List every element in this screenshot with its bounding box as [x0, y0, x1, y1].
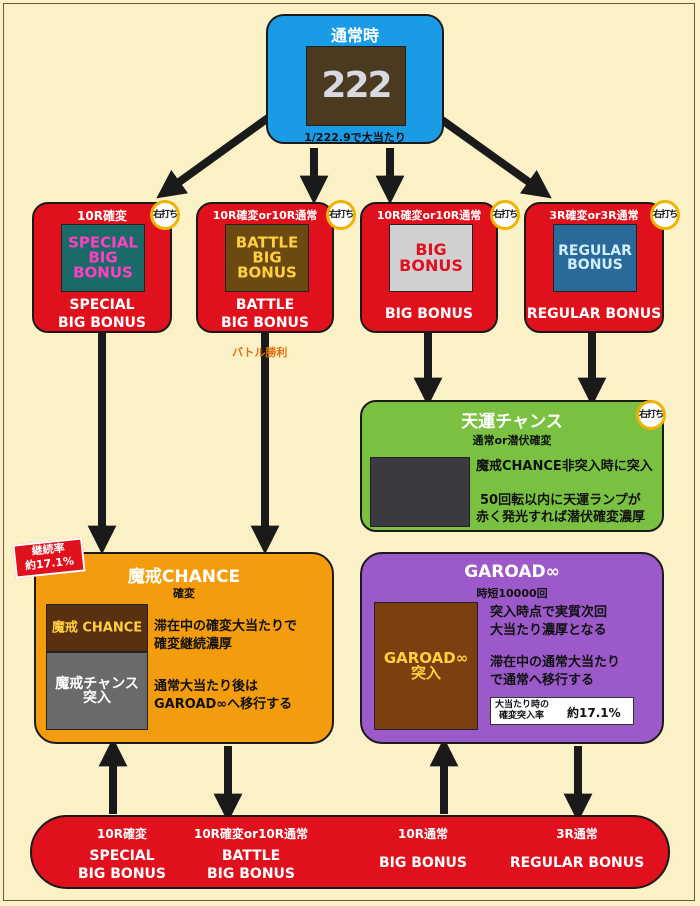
right-hit-badge-rb: 右打ち	[650, 200, 680, 230]
garoad-line4: で通常へ移行する	[490, 673, 595, 688]
bbb-header: 10R確変or10R通常	[212, 209, 318, 222]
rb-name-line1: REGULAR BONUS	[526, 306, 662, 322]
page-frame	[3, 3, 695, 901]
normal-mode-box: 通常時 222 1/222.9で大当たり	[266, 14, 444, 144]
garoad-note-value: 約17.1%	[567, 706, 621, 720]
bottom-bb-line1: BIG BONUS	[379, 855, 467, 871]
normal-mode-thumb: 222	[306, 46, 406, 126]
right-hit-badge-bbb: 右打ち	[326, 200, 356, 230]
sbb-name-line1: SPECIAL	[69, 297, 135, 313]
right-hit-badge-tenun: 右打ち	[636, 400, 666, 430]
bbb-thumb: BATTLE BIG BONUS	[225, 224, 309, 292]
tenun-thumb	[370, 457, 470, 527]
bbb-box: 10R確変or10R通常 BATTLE BIG BONUS BATTLE BIG…	[196, 202, 334, 333]
bottom-sbb-line2: BIG BONUS	[78, 866, 166, 882]
garoad-line3: 滞在中の通常大当たり	[490, 655, 621, 670]
makai-line3: 通常大当たり後は	[154, 679, 259, 694]
tenun-subtitle: 通常or潜伏確変	[472, 434, 552, 447]
makai-title: 魔戒CHANCE	[127, 567, 241, 587]
makai-thumb1: 魔戒 CHANCE	[46, 604, 148, 652]
makai-line4: GAROAD∞へ移行する	[154, 697, 293, 712]
bottom-bbb: 10R確変or10R通常 BATTLE BIG BONUS	[176, 817, 326, 891]
makai-line2: 確変継続濃厚	[154, 637, 233, 652]
garoad-note-line1: 大当たり時の	[495, 700, 550, 710]
bottom-bb-header: 10R通常	[398, 827, 448, 841]
tenun-chance-box: 天運チャンス 通常or潜伏確変 魔戒CHANCE非突入時に突入 50回転以内に天…	[360, 400, 664, 532]
bottom-sbb-line1: SPECIAL	[89, 848, 155, 864]
tenun-line3: 赤く発光すれば潜伏確変濃厚	[476, 510, 646, 525]
bottom-bbb-line2: BIG BONUS	[207, 866, 295, 882]
tenun-title: 天運チャンス	[461, 412, 563, 432]
rb-box: 3R確変or3R通常 REGULAR BONUS REGULAR BONUS	[524, 202, 664, 333]
bb-header: 10R確変or10R通常	[376, 209, 482, 222]
garoad-line2: 大当たり濃厚となる	[490, 623, 607, 638]
sbb-header: 10R確変	[77, 209, 127, 223]
bbb-name-line1: BATTLE	[235, 297, 295, 313]
garoad-note: 大当たり時の 確変突入率 約17.1%	[490, 697, 634, 725]
tenun-line2: 50回転以内に天運ランプが	[480, 493, 641, 508]
bottom-rb: 3R通常 REGULAR BONUS	[502, 817, 652, 891]
bottom-sbb-header: 10R確変	[97, 827, 147, 841]
garoad-thumb: GAROAD∞ 突入	[374, 602, 478, 730]
bottom-bbb-line1: BATTLE	[221, 848, 281, 864]
rb-thumb: REGULAR BONUS	[553, 224, 637, 292]
garoad-title: GAROAD∞	[464, 562, 560, 582]
normal-mode-odds: 1/222.9で大当たり	[304, 131, 406, 144]
arrow-top-to-rb	[439, 116, 552, 199]
bottom-bb: 10R通常 BIG BONUS	[358, 817, 488, 891]
continuation-rate-tag: 継続率 約17.1%	[12, 537, 86, 579]
sbb-thumb: SPECIAL BIG BONUS	[61, 224, 145, 292]
garoad-note-line2: 確変突入率	[499, 711, 545, 721]
makai-line1: 滞在中の確変大当たりで	[154, 619, 298, 634]
sbb-name-line2: BIG BONUS	[58, 315, 146, 331]
bottom-rb-header: 3R通常	[556, 827, 598, 841]
makai-chance-box: 魔戒CHANCE 確変 魔戒 CHANCE 魔戒チャンス突入 滞在中の確変大当た…	[34, 552, 334, 744]
bottom-rb-line1: REGULAR BONUS	[509, 855, 645, 871]
bottom-bonus-bar: 10R確変 SPECIAL BIG BONUS 10R確変or10R通常 BAT…	[30, 815, 670, 889]
garoad-line1: 突入時点で実質次回	[490, 605, 608, 620]
bbb-name-line2: BIG BONUS	[221, 315, 309, 331]
right-hit-badge-bb: 右打ち	[490, 200, 520, 230]
tenun-line1: 魔戒CHANCE非突入時に突入	[476, 459, 653, 474]
normal-mode-title: 通常時	[330, 26, 379, 45]
makai-thumb2: 魔戒チャンス突入	[46, 652, 148, 730]
makai-subtitle: 確変	[173, 587, 195, 600]
arrow-top-to-sbb	[156, 114, 271, 199]
battle-win-label: バトル勝利	[232, 346, 288, 359]
bottom-bbb-header: 10R確変or10R通常	[193, 827, 309, 841]
right-hit-badge-sbb: 右打ち	[150, 200, 180, 230]
bb-name-line1: BIG BONUS	[385, 306, 473, 322]
rb-header: 3R確変or3R通常	[549, 209, 639, 222]
bottom-sbb: 10R確変 SPECIAL BIG BONUS	[52, 817, 192, 891]
bb-box: 10R確変or10R通常 BIG BONUS BIG BONUS	[360, 202, 498, 333]
sbb-box: 10R確変 SPECIAL BIG BONUS SPECIAL BIG BONU…	[32, 202, 172, 333]
garoad-box: GAROAD∞ 時短10000回 GAROAD∞ 突入 突入時点で実質次回 大当…	[360, 552, 664, 744]
bb-thumb: BIG BONUS	[389, 224, 473, 292]
garoad-subtitle: 時短10000回	[476, 587, 548, 600]
